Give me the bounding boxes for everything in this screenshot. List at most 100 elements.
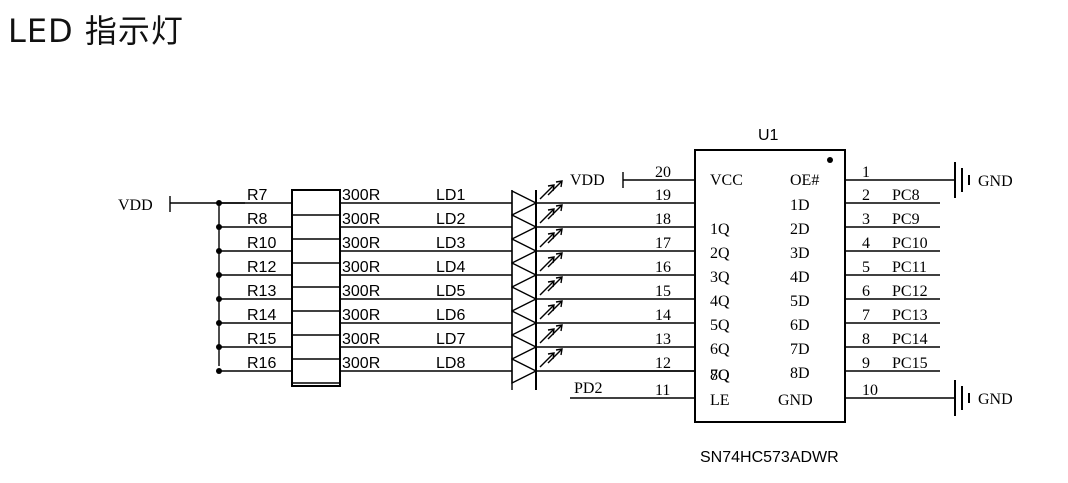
chip-pin-number: 5 — [862, 259, 870, 276]
le-signal-label: PD2 — [574, 380, 602, 397]
junction-dot — [216, 320, 222, 326]
chip-pin-name: GND — [778, 392, 813, 409]
led-diode-icon — [511, 237, 538, 265]
resistor-value: 300R — [342, 355, 380, 372]
resistor-value: 300R — [342, 283, 380, 300]
gnd-label: GND — [978, 173, 1013, 190]
resistor-designator: R10 — [247, 235, 276, 252]
chip-designator: U1 — [758, 127, 779, 144]
led-row: R16 300R LD8 — [216, 348, 695, 385]
chip-pin-number: 19 — [655, 187, 671, 204]
chip-pin-number: 15 — [655, 283, 671, 300]
resistor-value: 300R — [342, 331, 380, 348]
chip-pin-name: 6Q — [710, 341, 730, 358]
led-designator: LD5 — [436, 283, 465, 300]
led-diode-icon — [511, 309, 538, 337]
led-diode-icon — [511, 213, 538, 241]
resistor-array-body — [291, 189, 341, 387]
resistor-designator: R14 — [247, 307, 276, 324]
net-label: PC10 — [892, 235, 928, 252]
led-designator: LD1 — [436, 187, 465, 204]
gnd-label: GND — [978, 391, 1013, 408]
led-designator: LD2 — [436, 211, 465, 228]
page-title: LED 指示灯 — [8, 12, 184, 50]
chip-pin-number: 18 — [655, 211, 671, 228]
resistor-value: 300R — [342, 235, 380, 252]
chip-pin-name: OE# — [790, 172, 819, 189]
chip-pin-number: 13 — [655, 331, 671, 348]
resistor-value: 300R — [342, 211, 380, 228]
resistor-designator: R15 — [247, 331, 276, 348]
resistor-value: 300R — [342, 187, 380, 204]
led-row: R15 300R LD7 — [216, 324, 695, 361]
light-emission-icon — [539, 228, 563, 248]
chip-pin-number: 14 — [655, 307, 671, 324]
net-label: PC15 — [892, 355, 928, 372]
led-diode-icon — [511, 261, 538, 289]
chip-pin-number: 6 — [862, 283, 870, 300]
chip-pin-number: 16 — [655, 259, 671, 276]
junction-dot — [216, 368, 222, 374]
chip-pin-name: VCC — [710, 172, 743, 189]
light-emission-icon — [539, 348, 563, 368]
chip-pin-name: 4D — [790, 269, 810, 286]
led-diode-icon — [511, 189, 538, 217]
light-emission-icon — [539, 180, 563, 200]
chip-pin-number: 2 — [862, 187, 870, 204]
junction-dot — [216, 248, 222, 254]
resistor-designator: R12 — [247, 259, 276, 276]
chip-pin-number: 9 — [862, 355, 870, 372]
led-diode-icon — [511, 357, 538, 385]
net-label: PC8 — [892, 187, 920, 204]
led-designator: LD3 — [436, 235, 465, 252]
chip-pin-name: 4Q — [710, 293, 730, 310]
light-emission-icon — [539, 252, 563, 272]
chip-pin-name: 5D — [790, 293, 810, 310]
junction-dot — [216, 224, 222, 230]
led-row: R10 300R LD3 — [216, 228, 695, 265]
net-label: PC9 — [892, 211, 920, 228]
net-label: PC11 — [892, 259, 927, 276]
chip-pin-number: 11 — [655, 382, 670, 399]
junction-dot — [216, 344, 222, 350]
net-label: PC13 — [892, 307, 928, 324]
resistor-designator: R7 — [247, 187, 268, 204]
resistor-designator: R16 — [247, 355, 276, 372]
chip-pin-number: 8 — [862, 331, 870, 348]
chip-pin-name: 6D — [790, 317, 810, 334]
led-designator: LD8 — [436, 355, 465, 372]
chip-pin-number: 7 — [862, 307, 870, 324]
led-row: R7 300R LD1 — [216, 180, 695, 217]
net-label: PC12 — [892, 283, 928, 300]
chip-pin-name: 2D — [790, 221, 810, 238]
net-label: PC14 — [892, 331, 928, 348]
light-emission-icon — [539, 300, 563, 320]
chip-pin-name: 1D — [790, 197, 810, 214]
resistor-value: 300R — [342, 259, 380, 276]
gnd-icon: GND — [954, 380, 1013, 416]
chip-pin-name: 1Q — [710, 221, 730, 238]
chip-pin-number: 3 — [862, 211, 870, 228]
chip-pin-name: LE — [710, 392, 730, 409]
chip-pin-name: 7Q — [710, 367, 730, 384]
led-designator: LD6 — [436, 307, 465, 324]
chip-pin-number: 1 — [862, 164, 870, 181]
led-diode-icon — [511, 333, 538, 361]
light-emission-icon — [539, 204, 563, 224]
chip-pin-number: 20 — [655, 164, 671, 181]
led-designator: LD4 — [436, 259, 465, 276]
light-emission-icon — [539, 276, 563, 296]
led-designator: LD7 — [436, 331, 465, 348]
chip-pin-name: 2Q — [710, 245, 730, 262]
chip-pin-number: 17 — [655, 235, 671, 252]
chip-pin-name: 7D — [790, 341, 810, 358]
led-row: R12 300R LD4 — [216, 252, 695, 289]
junction-dot — [216, 272, 222, 278]
chip-pin-name: 3D — [790, 245, 810, 262]
chip-pin-number: 4 — [862, 235, 870, 252]
chip-part-number: SN74HC573ADWR — [700, 449, 839, 466]
light-emission-icon — [539, 324, 563, 344]
